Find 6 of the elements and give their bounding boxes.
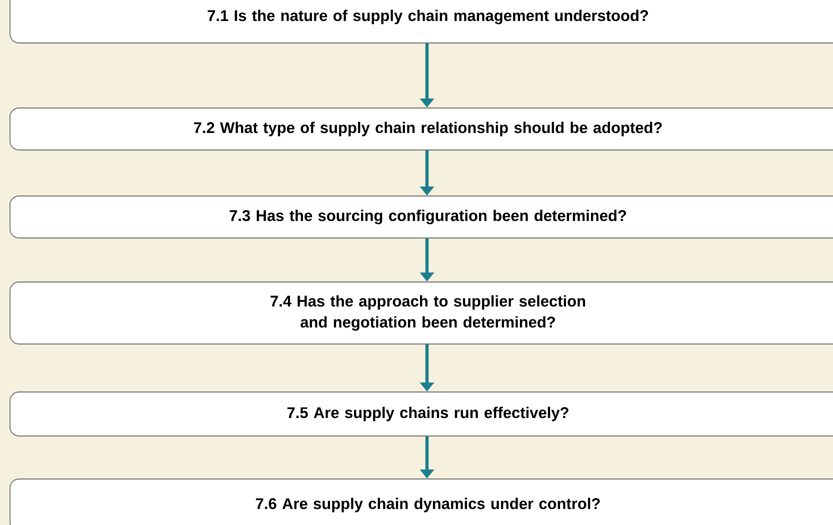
question-box: 7.1 Is the nature of supply chain management understood? (10, 0, 833, 44)
question-box: 7.5 Are supply chains run effectively? (10, 392, 833, 436)
question-box: 7.2 What type of supply chain relationship should be adopted? (10, 108, 833, 150)
question-box: 7.4 Has the approach to supplier selection and negotiation been determined? (10, 282, 833, 344)
question-box: 7.6 Are supply chain dynamics under control? (10, 478, 833, 525)
question-box: 7.3 Has the sourcing configuration been determined? (10, 196, 833, 238)
